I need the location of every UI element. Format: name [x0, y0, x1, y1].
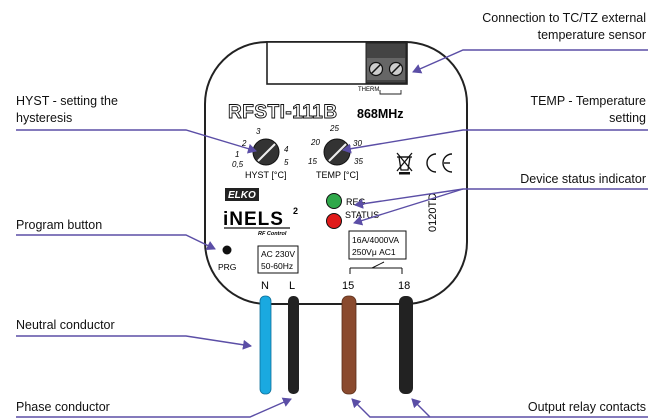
temp-tick-35: 35	[354, 157, 363, 166]
rating-line1: 16A/4000VA	[352, 235, 399, 245]
product-code: 0120TD	[427, 193, 439, 232]
label-neutral-conductor: Neutral conductor	[16, 318, 115, 332]
terminal-n-label: N	[261, 280, 269, 292]
label-connection-line2: temperature sensor	[537, 28, 646, 42]
temp-tick-30: 30	[353, 139, 362, 148]
prg-label: PRG	[218, 262, 236, 272]
temp-tick-15: 15	[308, 157, 317, 166]
hyst-tick-2: 2	[241, 139, 247, 148]
terminal-l-label: L	[289, 280, 295, 292]
status-led	[326, 213, 342, 229]
hyst-tick-3: 3	[256, 127, 261, 136]
hyst-tick-1: 1	[235, 150, 239, 159]
label-connection-line1: Connection to TC/TZ external	[482, 11, 646, 25]
callout-connection	[412, 49, 648, 74]
relay-wire-18	[399, 296, 413, 394]
label-hyst-line1: HYST - setting the	[16, 94, 118, 108]
phase-wire	[288, 296, 299, 394]
supply-line1: AC 230V	[261, 249, 295, 259]
label-temp-line2: setting	[609, 111, 646, 125]
weee-icon	[396, 152, 413, 175]
label-phase-conductor: Phase conductor	[16, 400, 110, 414]
status-label: STATUS	[345, 210, 379, 220]
callout-lines	[16, 49, 648, 418]
label-connection: Connection to TC/TZ external temperature…	[482, 10, 646, 44]
rf-control-label: RF Control	[258, 231, 287, 237]
inels-logo: iNELS	[223, 209, 284, 230]
frequency-label: 868MHz	[357, 107, 404, 121]
reg-led	[326, 193, 342, 209]
program-button[interactable]	[222, 245, 232, 255]
label-program-button: Program button	[16, 218, 103, 232]
elko-logo-text: ELKO	[228, 190, 256, 201]
label-hyst-line2: hysteresis	[16, 111, 73, 125]
rating-line2: 250Vμ AC1	[352, 247, 396, 257]
temp-unit: TEMP [°C]	[316, 170, 358, 180]
hyst-tick-5: 5	[284, 158, 289, 167]
supply-box	[257, 245, 299, 274]
terminal-18-label: 18	[398, 280, 410, 292]
label-temp: TEMP - Temperature setting	[530, 93, 646, 127]
callout-output-15	[351, 398, 430, 418]
temp-tick-20: 20	[310, 138, 320, 147]
callout-hyst	[16, 129, 257, 154]
hyst-unit: HYST [°C]	[245, 170, 286, 180]
label-device-status: Device status indicator	[520, 172, 646, 186]
therm-label: THERM	[358, 87, 379, 93]
elko-logo	[225, 188, 259, 201]
label-output-relay: Output relay contacts	[527, 400, 646, 414]
hyst-tick-05: 0,5	[232, 160, 244, 169]
rating-box	[348, 230, 407, 260]
relay-wire-15	[341, 295, 357, 395]
callout-status-led	[353, 188, 464, 226]
terminal-15-label: 15	[342, 280, 354, 292]
callout-output-18	[411, 398, 648, 418]
neutral-wire	[259, 295, 272, 395]
callout-temp	[342, 129, 648, 154]
label-temp-line1: TEMP - Temperature	[530, 94, 646, 108]
temp-tick-25: 25	[329, 124, 339, 133]
model-name: RFSTI-111B	[228, 102, 338, 123]
hyst-tick-4: 4	[284, 145, 289, 154]
callout-phase	[16, 397, 292, 418]
supply-line2: 50-60Hz	[261, 261, 293, 271]
callout-neutral	[16, 335, 252, 350]
label-hyst: HYST - setting the hysteresis	[16, 93, 118, 127]
inels-superscript: 2	[293, 206, 298, 216]
callout-program	[16, 234, 216, 251]
ce-mark-icon	[426, 153, 453, 173]
